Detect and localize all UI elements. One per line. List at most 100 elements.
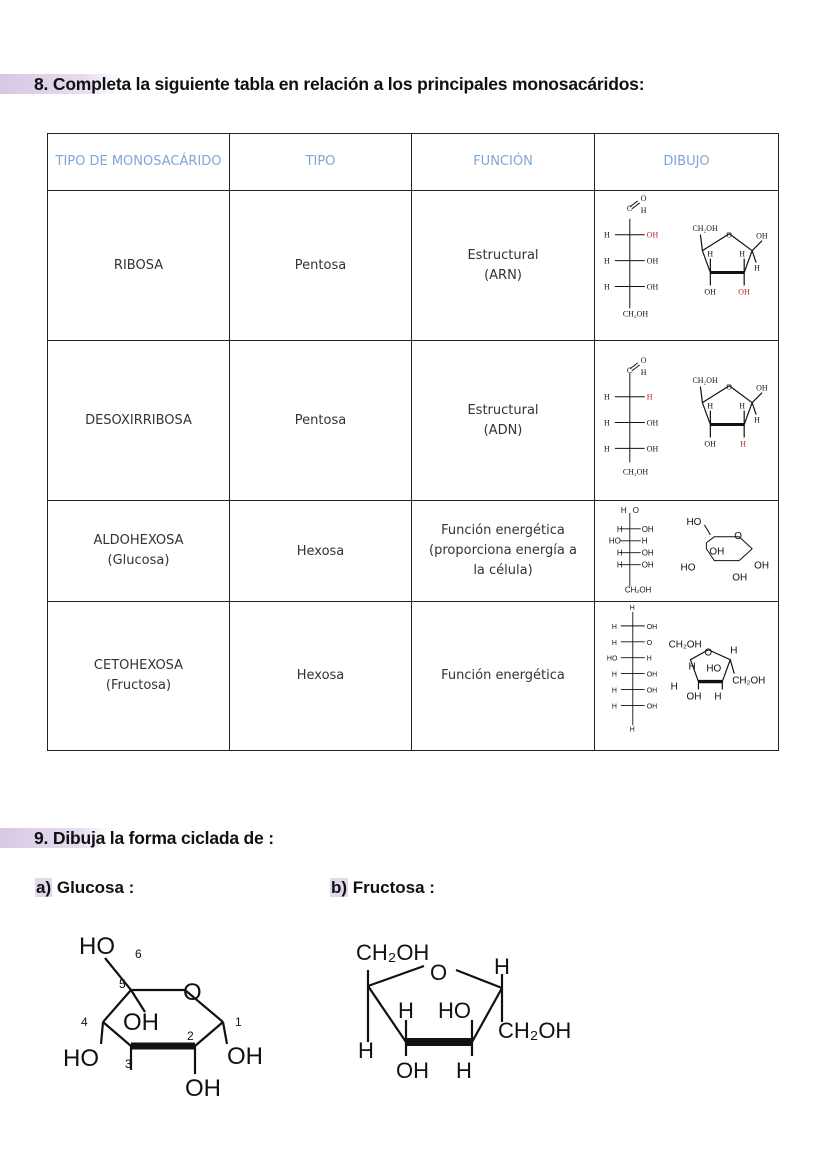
cell-tipo: Hexosa [229,500,412,602]
funcion-line: Estructural [467,247,539,263]
svg-text:H: H [642,537,648,546]
question-number: 8. [34,74,49,94]
svg-text:H: H [754,416,760,425]
answer-label: Glucosa : [56,878,135,897]
fructose-label: H [358,1038,374,1063]
svg-text:H: H [604,282,610,291]
header-funcion: FUNCIÓN [411,133,595,191]
svg-text:O: O [647,640,653,647]
svg-text:OH: OH [709,547,724,558]
cell-name: ALDOHEXOSA (Glucosa) [47,500,230,602]
svg-text:OH: OH [756,384,768,393]
glucose-label: 1 [235,1015,242,1029]
funcion-line: (ADN) [483,422,523,438]
glucose-label: 4 [81,1015,88,1029]
fructose-label: H [398,998,414,1023]
svg-text:OH: OH [642,561,654,570]
cell-funcion: Estructural (ADN) [411,340,595,502]
question-9-title: 9. Dibuja la forma ciclada de : [34,828,274,849]
svg-text:H: H [739,402,745,411]
cell-funcion: Función energética (proporciona energía … [411,500,595,602]
svg-text:H: H [754,264,760,273]
svg-text:OH: OH [732,573,747,584]
svg-text:CH₂OH: CH₂OH [625,586,652,595]
svg-text:O: O [633,506,639,515]
svg-text:O: O [734,531,742,542]
svg-text:OH: OH [756,232,768,241]
fructose-label: OH [396,1058,429,1083]
monosaccharide-table: TIPO DE MONOSACÁRIDO TIPO FUNCIÓN DIBUJO… [47,133,779,751]
svg-text:HO: HO [609,537,621,546]
svg-text:H: H [707,402,713,411]
glucose-label: OH [123,1009,159,1036]
question-text: Completa la siguiente tabla en relación … [52,74,645,94]
answer-letter: b) [330,878,349,897]
svg-text:H: H [604,419,610,428]
svg-text:O: O [641,194,647,203]
cell-tipo: Hexosa [229,600,412,751]
question-text: Dibuja la forma ciclada de : [52,828,274,848]
svg-text:OH: OH [647,231,659,240]
cell-name: CETOHEXOSA (Fructosa) [47,600,230,751]
svg-text:HO: HO [607,655,618,662]
svg-text:O: O [704,647,712,658]
svg-text:OH: OH [647,419,659,428]
glucose-label: 6 [135,947,142,961]
svg-text:HO: HO [706,663,721,674]
svg-text:CH₂OH: CH₂OH [692,376,718,385]
svg-text:OH: OH [647,445,659,454]
svg-text:H: H [621,506,627,515]
cell-tipo: Pentosa [229,189,412,342]
fructose-label: CH₂OH [498,1018,571,1043]
svg-text:H: H [688,661,695,672]
svg-text:HO: HO [681,563,696,574]
svg-text:OH: OH [647,282,659,291]
svg-text:H: H [612,671,617,678]
funcion-line: la célula) [473,563,533,579]
svg-text:H: H [630,726,635,733]
funcion-line: (proporciona energía a [429,543,577,559]
funcion-line: (ARN) [484,267,522,283]
fructose-label: CH₂OH [356,940,429,965]
svg-text:OH: OH [687,691,702,702]
table-row: DESOXIRRIBOSA Pentosa Estructural (ADN) … [47,340,779,502]
table-header-row: TIPO DE MONOSACÁRIDO TIPO FUNCIÓN DIBUJO [47,133,779,191]
svg-text:H: H [739,250,745,259]
cell-tipo: Pentosa [229,340,412,502]
answer-b-label: b) Fructosa : [330,878,435,898]
svg-text:O: O [726,231,732,240]
answer-label: Fructosa : [352,878,435,897]
fructose-label: HO [438,998,471,1023]
glucose-label: 2 [187,1029,194,1043]
glucose-cyclic-drawing: HO 6 5 O 4 OH 1 2 3 HO OH OH [45,922,280,1114]
question-8-title: 8. Completa la siguiente tabla en relaci… [34,74,645,95]
svg-text:OH: OH [647,687,657,694]
row-name: DESOXIRRIBOSA [85,412,192,428]
row-name-sub: (Fructosa) [105,677,172,693]
fructose-label: H [456,1058,472,1083]
svg-text:H: H [612,687,617,694]
row-name: ALDOHEXOSA [93,533,184,549]
row-name: CETOHEXOSA [93,657,184,673]
fructose-cyclic-drawing: CH₂OH O H H HO CH₂OH H OH H [338,930,588,1108]
glucose-label: 3 [125,1057,132,1071]
svg-text:H: H [604,231,610,240]
glucose-label: HO [63,1045,99,1072]
answer-letter: a) [35,878,53,897]
svg-text:H: H [730,645,737,656]
svg-text:CH₂OH: CH₂OH [692,224,718,233]
header-tipo: TIPO [229,133,412,191]
svg-text:H: H [641,368,647,377]
funcion-line: Estructural [467,402,539,418]
svg-text:H: H [671,681,678,692]
svg-text:H: H [604,393,610,402]
svg-text:OH: OH [647,703,657,710]
svg-text:H: H [617,561,623,570]
svg-text:OH: OH [754,561,769,572]
svg-text:H: H [714,691,721,702]
svg-text:H: H [612,624,617,631]
svg-text:H: H [604,445,610,454]
svg-text:H: H [612,640,617,647]
glucose-label: HO [79,933,115,960]
